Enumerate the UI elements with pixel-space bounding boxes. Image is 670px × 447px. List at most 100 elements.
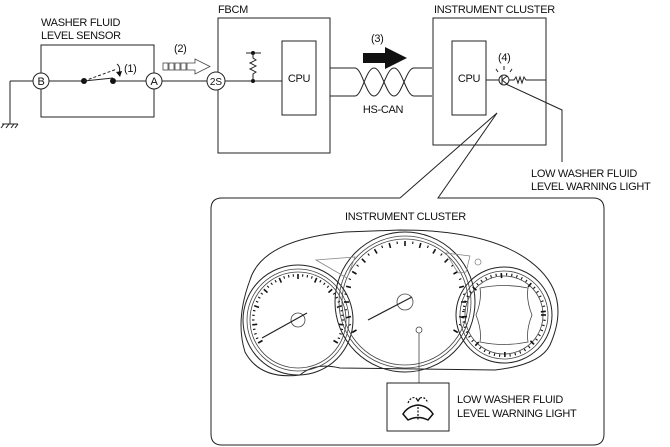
lamp-callout-line1: LOW WASHER FLUID <box>531 168 637 180</box>
gauge-tick <box>432 248 437 254</box>
gauge-tick <box>260 292 264 295</box>
warning-indicator-position <box>415 326 423 334</box>
gauge-tick <box>254 305 260 309</box>
gauge-tick <box>335 296 339 299</box>
gauge-tick <box>255 337 259 340</box>
right-gauge-ticks <box>462 273 546 358</box>
gauge-tick <box>367 253 370 256</box>
gauge-tick <box>525 279 528 283</box>
gauge-tick <box>252 323 258 326</box>
indicator-panel-left <box>314 256 356 279</box>
cluster-cpu-label: CPU <box>458 73 481 85</box>
gauge-tick <box>426 245 429 249</box>
gauge-tick <box>535 338 538 341</box>
gauge-tick <box>351 270 357 275</box>
lamp-callout-leader <box>505 83 563 162</box>
washer-fluid-warning-icon-box <box>386 382 450 432</box>
cluster-box <box>432 17 547 146</box>
left-gauge <box>242 264 354 376</box>
can-message-arrow <box>363 47 407 69</box>
gauge-tick <box>373 248 378 254</box>
gauge-tick <box>332 292 336 295</box>
gauge-tick <box>287 274 290 278</box>
cluster-title: INSTRUMENT CLUSTER <box>434 4 555 16</box>
gauge-tick <box>444 258 449 263</box>
gauge-tick <box>523 348 526 352</box>
zoom-leader-left <box>399 112 498 199</box>
gauge-tick <box>381 245 384 249</box>
gauge-tick <box>453 329 459 334</box>
gauge-tick <box>340 328 344 331</box>
gauge-tick <box>337 337 341 340</box>
detail-callout-line2: LEVEL WARNING LIGHT <box>457 408 577 420</box>
indicator-panel-right <box>445 252 471 274</box>
gauge-tick <box>361 258 366 263</box>
switch-contact <box>110 78 116 84</box>
detail-callout-line1: LOW WASHER FLUID <box>457 394 563 406</box>
gauge-tick <box>266 285 270 289</box>
gauge-tick <box>520 276 523 280</box>
gauge-tick <box>356 264 359 267</box>
gauge-tick <box>469 290 472 294</box>
gauge-tick <box>488 351 491 355</box>
step-1-label: (1) <box>124 63 137 75</box>
cluster-housing <box>240 229 559 377</box>
hs-can-label: HS-CAN <box>363 104 404 116</box>
gauge-tick <box>418 242 422 249</box>
gauge-tick <box>468 335 471 338</box>
gauge-tick <box>483 349 486 353</box>
can-wire-low <box>330 67 432 97</box>
gauge-tick <box>313 277 318 283</box>
gauge-tick <box>254 332 257 335</box>
fbcm-title: FBCM <box>218 4 248 16</box>
right-gauge <box>455 266 553 364</box>
gauge-tick <box>274 279 277 283</box>
gauge-tick <box>462 305 466 308</box>
center-gauge-ticks <box>344 241 466 334</box>
gauge-tick <box>529 340 535 345</box>
washer-fluid-level-sensor: WASHER FLUID LEVEL SENSOR B (1) A <box>0 17 163 129</box>
gauge-tick <box>306 274 309 278</box>
gauge-tick <box>532 286 536 289</box>
terminal-2s-label: 2S <box>210 77 223 88</box>
pullup-resistor-icon <box>246 51 261 83</box>
gauge-tick <box>348 278 352 281</box>
gauge-tick <box>480 279 483 283</box>
detail-panel-frame <box>210 197 605 446</box>
center-gauge-needle <box>367 296 413 321</box>
switch-blade <box>83 77 114 82</box>
gauge-tick <box>490 275 492 278</box>
switch-open-position <box>83 68 118 82</box>
gauge-tick <box>283 276 286 279</box>
gauge-tick <box>542 305 546 308</box>
gauge-tick <box>515 274 518 278</box>
gauge-tick <box>339 332 342 335</box>
fbcm-box <box>217 17 331 154</box>
gauge-tick <box>527 282 532 288</box>
gauge-tick <box>540 300 544 303</box>
gauge-tick <box>257 339 263 344</box>
fbcm-cpu-box <box>281 40 317 116</box>
gauge-tick <box>542 324 545 327</box>
can-wire-high <box>330 67 432 97</box>
gauge-tick <box>348 323 352 326</box>
gauge-tick <box>327 288 333 294</box>
step-4-label: (4) <box>498 52 511 64</box>
gauge-tick <box>463 326 467 329</box>
gauge-tick <box>514 352 517 356</box>
gauge-tick <box>538 295 542 298</box>
gauge-tick <box>319 279 322 283</box>
gauge-tick <box>519 351 522 354</box>
hs-can-bus: (3) HS-CAN <box>330 33 432 116</box>
gauge-tick <box>263 288 269 294</box>
left-gauge-ticks <box>252 274 344 344</box>
cluster-detail-panel: INSTRUMENT CLUSTER <box>210 197 605 446</box>
step-3-label: (3) <box>371 33 384 45</box>
gauge-tick <box>479 346 482 350</box>
gauge-tick <box>255 300 259 303</box>
lamp-callout-line2: LEVEL WARNING LIGHT <box>531 181 651 193</box>
gauge-tick <box>485 276 488 280</box>
gauge-tick <box>252 328 256 331</box>
gauge-tick <box>458 278 462 281</box>
